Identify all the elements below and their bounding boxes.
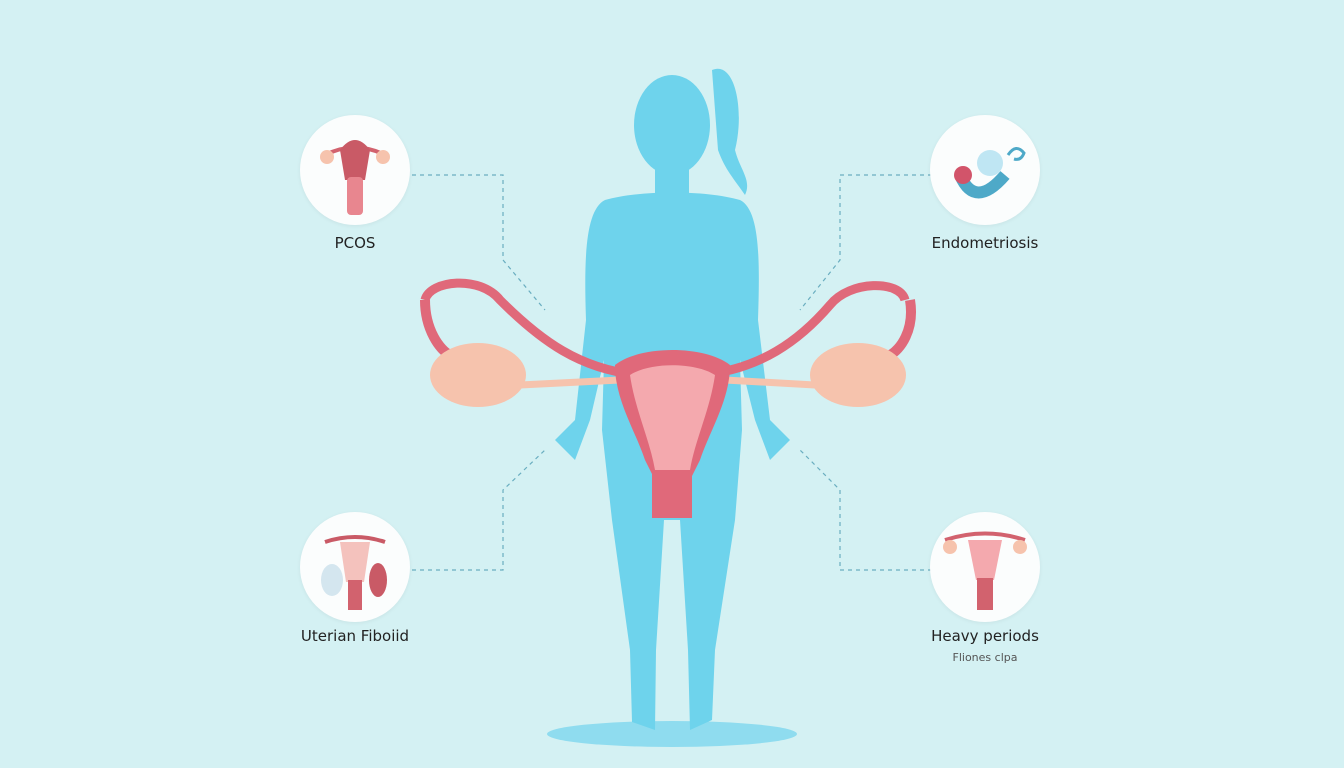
connector-lines xyxy=(412,174,932,571)
cells-icon xyxy=(954,147,1026,199)
callout-pcos[interactable] xyxy=(300,115,410,225)
callout-heavy-periods[interactable] xyxy=(930,512,1040,622)
callout-endometriosis[interactable] xyxy=(930,115,1040,225)
callout-uterine-fibroid[interactable] xyxy=(300,512,410,622)
uterus-icon xyxy=(943,531,1027,610)
callout-heavy-periods-sublabel: Fliones clpa xyxy=(952,651,1018,664)
callout-pcos-label: PCOS xyxy=(334,234,376,252)
uterus-fibroid-icon xyxy=(321,535,387,610)
callout-heavy-periods-label: Heavy periods xyxy=(931,627,1039,645)
uterus-icon xyxy=(320,140,390,215)
reproductive-organs xyxy=(420,278,916,518)
callout-endometriosis-label: Endometriosis xyxy=(931,234,1039,252)
callout-uterine-fibroid-label: Uterian Fiboiid xyxy=(300,627,410,645)
floor-shadow xyxy=(547,721,797,747)
